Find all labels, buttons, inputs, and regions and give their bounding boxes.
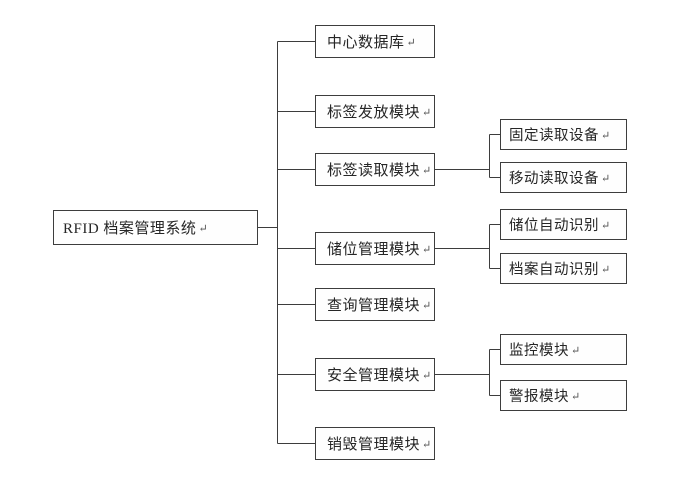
node-label: 固定读取设备 <box>509 128 599 144</box>
return-mark-icon: ↵ <box>422 165 432 177</box>
return-mark-icon: ↵ <box>422 107 432 119</box>
node-label: 监控模块 <box>509 343 569 359</box>
node-label: 警报模块 <box>509 389 569 405</box>
return-mark-icon: ↵ <box>601 264 611 276</box>
return-mark-icon: ↵ <box>571 345 581 357</box>
node-destruction-management-module: 销毁管理模块 ↵ <box>315 427 435 460</box>
node-security-management-module: 安全管理模块 ↵ <box>315 358 435 391</box>
node-label: 中心数据库 <box>327 35 405 51</box>
return-mark-icon: ↵ <box>422 370 432 382</box>
node-label: 档案自动识别 <box>509 262 599 278</box>
node-label: 标签发放模块 <box>327 105 421 121</box>
node-label: 标签读取模块 <box>327 163 421 179</box>
return-mark-icon: ↵ <box>571 391 581 403</box>
node-query-management-module: 查询管理模块 ↵ <box>315 288 435 321</box>
return-mark-icon: ↵ <box>601 220 611 232</box>
return-mark-icon: ↵ <box>406 37 417 49</box>
node-tag-reading-module: 标签读取模块 ↵ <box>315 153 435 186</box>
return-mark-icon: ↵ <box>601 173 611 185</box>
node-label: 移动读取设备 <box>509 171 599 187</box>
node-alarm-module: 警报模块 ↵ <box>500 380 627 411</box>
node-mobile-reading-device: 移动读取设备 ↵ <box>500 162 627 193</box>
node-label: 储位自动识别 <box>509 218 599 234</box>
node-fixed-reading-device: 固定读取设备 ↵ <box>500 119 627 150</box>
return-mark-icon: ↵ <box>422 439 432 451</box>
node-label: RFID 档案管理系统 <box>63 221 197 237</box>
node-label: 安全管理模块 <box>327 368 421 384</box>
node-rfid-archive-system: RFID 档案管理系统 ↵ <box>53 210 258 245</box>
node-monitoring-module: 监控模块 ↵ <box>500 334 627 365</box>
node-tag-issuance-module: 标签发放模块 ↵ <box>315 95 435 128</box>
node-label: 查询管理模块 <box>327 298 421 314</box>
node-label: 储位管理模块 <box>327 242 421 258</box>
node-storage-auto-identification: 储位自动识别 ↵ <box>500 209 627 240</box>
node-label: 销毁管理模块 <box>327 437 421 453</box>
return-mark-icon: ↵ <box>422 244 432 256</box>
node-storage-management-module: 储位管理模块 ↵ <box>315 232 435 265</box>
return-mark-icon: ↵ <box>601 130 611 142</box>
return-mark-icon: ↵ <box>422 300 432 312</box>
node-archive-auto-identification: 档案自动识别 ↵ <box>500 253 627 284</box>
return-mark-icon: ↵ <box>198 223 209 235</box>
node-central-database: 中心数据库 ↵ <box>315 25 435 58</box>
